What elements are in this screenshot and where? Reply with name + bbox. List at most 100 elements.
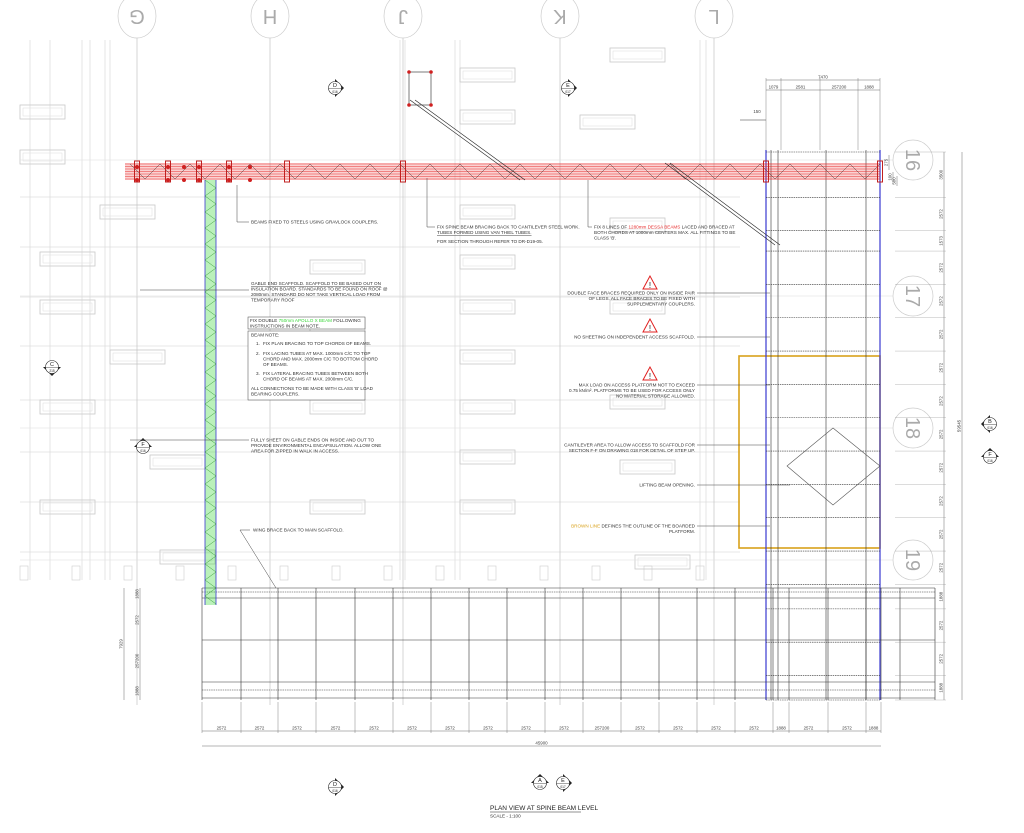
window-outline — [459, 349, 516, 365]
coupler — [182, 178, 186, 182]
window-outline — [634, 554, 691, 570]
right-dimension: 2572 — [939, 362, 944, 372]
bottom-dimension: 2572 — [749, 726, 759, 731]
bottom-dimension: 2572 — [635, 726, 645, 731]
note-line: INSTRUCTIONS IN BEAM NOTE. — [250, 324, 320, 329]
grid-bubble — [892, 139, 934, 181]
note-line: 0.75 kN/m². PLATFORMS TO BE USED FOR ACC… — [569, 388, 695, 393]
section-bubble — [45, 360, 59, 374]
section-sheet: 215 — [49, 369, 55, 373]
window-outline — [309, 499, 366, 515]
window-outline — [19, 149, 66, 165]
window-inner — [462, 112, 513, 122]
note-lifting-beam: LIFTING BEAM OPENING. — [639, 483, 695, 488]
section-sheet: 016 — [987, 426, 993, 430]
section-sheet: 016 — [332, 789, 338, 793]
right-dimension: 1888 — [939, 682, 944, 692]
spine-beam-connection — [284, 160, 290, 183]
warning-icon: ! — [642, 274, 658, 290]
svg-text:!: ! — [649, 372, 651, 381]
bottom-dimension: 2572 — [445, 726, 455, 731]
grid-bubble-label-K: K — [553, 5, 567, 27]
note-line: AREA FOR ZIPPED IN WALK IN ACCESS. — [251, 449, 339, 454]
parapet-block — [383, 565, 393, 581]
note-wing-brace: WING BRACE BACK TO MAIN SCAFFOLD. — [253, 528, 344, 533]
coupler — [429, 103, 433, 107]
beam-note-line: CHORD OF BEAMS AT MAX. 2000mm C/C. — [263, 377, 353, 382]
right-dimension: 2572 — [939, 529, 944, 539]
grid-bubble-label-L: L — [708, 5, 719, 27]
grid-bubble-label-18: 18 — [901, 417, 923, 439]
window-inner — [462, 452, 513, 462]
section-bubble — [328, 81, 342, 95]
grid-bubble-label-J: J — [398, 5, 408, 27]
window-inner — [22, 152, 63, 162]
bracing-frame — [408, 71, 432, 106]
parapet-block — [487, 565, 497, 581]
window-inner — [462, 402, 513, 412]
beam-note-num: 1. — [256, 341, 260, 346]
note-gable-end: GABLE END SCAFFOLD. SCAFFOLD TO BE BASED… — [251, 281, 388, 303]
section-letter: F — [141, 442, 145, 448]
note-line: BOTH CHORDS AT 1000mm CENTERS MAX. ALL F… — [594, 230, 735, 235]
bottom-total-dimension: 45900 — [535, 741, 548, 746]
window-inner — [582, 117, 633, 127]
bottom-dimension: 1888 — [776, 726, 786, 731]
beam-note-heading: BEAM NOTE: — [251, 333, 279, 338]
grid-bubble — [892, 407, 934, 449]
coupler — [135, 178, 139, 182]
section-sheet: 017 — [560, 785, 566, 789]
window-outline — [309, 399, 366, 415]
left-dimension: 2572 — [135, 615, 140, 625]
window-outline — [459, 67, 516, 83]
right-dimension: 2572 — [939, 329, 944, 339]
top-dimension: 257200 — [832, 85, 847, 90]
top-dimension: 1079 — [769, 85, 779, 90]
note-line: PLATFORM. — [669, 529, 695, 534]
section-bubble — [561, 81, 575, 95]
bottom-dimension: 2572 — [369, 726, 379, 731]
right-total-dimension: 59545 — [957, 419, 962, 432]
window-outline — [579, 114, 636, 130]
window-inner — [42, 402, 93, 412]
parapet-block — [19, 565, 29, 581]
note-line: 2080mm. STANDARD DO NOT TAKE VERTICAL LO… — [251, 292, 381, 297]
window-inner — [462, 502, 513, 512]
access-tower — [740, 119, 881, 701]
window-inner — [42, 302, 93, 312]
spine-beam-connection — [763, 160, 769, 183]
window-inner — [102, 207, 153, 217]
right-dimension: 2572 — [939, 262, 944, 272]
parapet-block — [279, 565, 289, 581]
section-bubble — [328, 780, 342, 794]
right-dimension: 1573 — [939, 235, 944, 245]
beam-note-line: FIX LACING TUBES AT MAX. 1000mm C/C TO T… — [263, 351, 370, 356]
note-line: NO MATERIAL STORAGE ALLOWED. — [616, 394, 695, 399]
apollo-beam-lacing — [204, 179, 217, 605]
bottom-dimension: 1888 — [869, 726, 879, 731]
bottom-dimension: 2572 — [559, 726, 569, 731]
parapet-block — [539, 565, 549, 581]
note-line: MAX LOAD ON ACCESS PLATFORM NOT TO EXCEE… — [579, 383, 696, 388]
coupler — [135, 165, 139, 169]
brace-chord — [664, 162, 776, 246]
window-outline — [109, 349, 166, 365]
right-dimension: 1888 — [939, 591, 944, 601]
spine-beam — [125, 160, 883, 183]
grid-bubble-label-16: 16 — [901, 149, 923, 171]
bottom-scaffold-deck — [201, 587, 936, 700]
right-small-dimension: 500 — [892, 177, 897, 185]
coupler — [248, 178, 252, 182]
bottom-dimension: 2572 — [483, 726, 493, 731]
top-offset-dimension: 150 — [753, 109, 761, 114]
diagonal-braces — [407, 70, 781, 246]
grid-bubble — [694, 0, 734, 39]
grid-bubble — [117, 0, 157, 39]
section-sheet: 016 — [332, 90, 338, 94]
left-total-dimension: 7929 — [119, 639, 124, 649]
